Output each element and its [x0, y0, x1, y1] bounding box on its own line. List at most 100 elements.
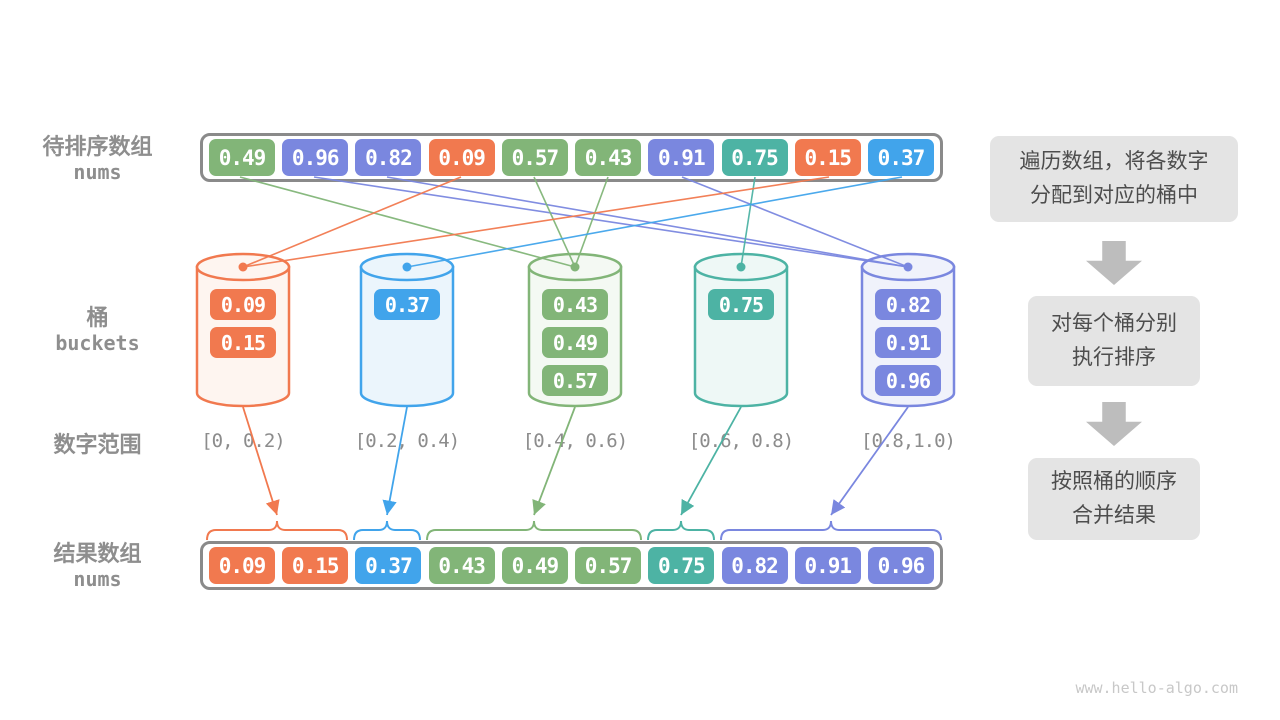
flow-step-line: 分配到对应的桶中	[1030, 184, 1198, 207]
array-cell-value: 0.96	[291, 145, 340, 170]
range-label: [0.2, 0.4)	[354, 430, 460, 452]
range-label: [0.6, 0.8)	[688, 430, 794, 452]
watermark: www.hello-algo.com	[1075, 679, 1238, 697]
range-row-label-cn: 数字范围	[53, 432, 142, 457]
array-cell: 0.49	[209, 139, 275, 176]
result-group-brace	[647, 520, 715, 541]
bucket-chip: 0.96	[875, 365, 941, 396]
array-cell-value: 0.91	[804, 553, 852, 578]
bucket-chip: 0.43	[542, 289, 608, 320]
bucket-to-result-arrow	[382, 406, 408, 516]
bucket-dot	[903, 262, 913, 272]
array-cell: 0.37	[355, 547, 422, 584]
connection-line	[242, 176, 462, 268]
bucket-chip-value: 0.82	[885, 292, 931, 317]
array-cell: 0.43	[575, 139, 642, 176]
range-label: [0.4, 0.6)	[522, 430, 628, 452]
array-cell: 0.15	[794, 139, 861, 176]
bucket-chip: 0.57	[542, 365, 608, 396]
bucket-chip-value: 0.09	[220, 292, 266, 317]
array-cell: 0.43	[428, 547, 495, 584]
result-array-label-en: nums	[73, 567, 122, 591]
range-label: [0, 0.2)	[201, 430, 286, 452]
array-cell-value: 0.09	[438, 145, 486, 170]
array-cell-value: 0.96	[877, 553, 926, 578]
input-array: 0.49 0.96 0.82 0.09 0.57 0.43 0.91 0.75 …	[200, 133, 943, 182]
result-group-brace	[353, 520, 421, 541]
array-cell: 0.96	[867, 547, 934, 584]
result-group-brace	[426, 520, 642, 541]
array-cell: 0.91	[794, 547, 861, 584]
bucket-chip-value: 0.37	[384, 292, 430, 317]
bucket-dot	[402, 262, 412, 272]
array-cell: 0.96	[282, 139, 349, 176]
flow-step-sort-buckets: 对每个桶分别 执行排序	[1028, 296, 1200, 386]
array-cell-value: 0.37	[365, 553, 413, 578]
connection-line	[574, 176, 609, 268]
flow-step-line: 遍历数组，将各数字	[1019, 150, 1209, 173]
buckets-label-en: buckets	[55, 331, 140, 355]
bucket-dot	[736, 262, 746, 272]
input-array-label-cn: 待排序数组	[42, 134, 153, 159]
buckets-label: 桶 buckets	[15, 305, 180, 355]
flow-step-line: 按照桶的顺序	[1051, 470, 1177, 493]
array-cell: 0.75	[648, 547, 715, 584]
bucket-chip: 0.82	[875, 289, 941, 320]
array-cell-value: 0.82	[731, 553, 779, 578]
array-cell: 0.57	[575, 547, 642, 584]
connection-line	[242, 176, 830, 268]
bucket-chip-value: 0.57	[552, 368, 598, 393]
array-cell: 0.91	[648, 139, 715, 176]
buckets-label-cn: 桶	[86, 305, 109, 330]
flow-step-merge: 按照桶的顺序 合并结果	[1028, 458, 1200, 540]
flow-step-line: 合并结果	[1072, 504, 1156, 527]
array-cell-value: 0.43	[438, 553, 486, 578]
range-label: [0.8,1.0)	[861, 430, 956, 452]
array-cell-value: 0.75	[731, 145, 779, 170]
flow-down-arrow-icon	[1086, 241, 1142, 285]
bucket-cylinder	[359, 252, 455, 408]
array-cell: 0.82	[721, 547, 788, 584]
flow-step-line: 执行排序	[1072, 346, 1156, 369]
bucket-chip: 0.09	[210, 289, 276, 320]
array-cell-value: 0.49	[218, 145, 267, 170]
array-cell: 0.37	[867, 139, 934, 176]
result-group-brace	[720, 520, 942, 541]
connection-line	[681, 176, 909, 268]
result-array-label-cn: 结果数组	[53, 541, 142, 566]
bucket-chip-value: 0.75	[718, 292, 764, 317]
bucket-chip: 0.49	[542, 327, 608, 358]
bucket-chip: 0.75	[708, 289, 774, 320]
range-row-label: 数字范围	[15, 432, 180, 458]
array-cell-value: 0.49	[511, 553, 560, 578]
bucket-chip-value: 0.43	[552, 292, 598, 317]
bucket-to-result-arrow	[532, 406, 576, 516]
array-cell-value: 0.91	[658, 145, 706, 170]
bucket-chip-value: 0.96	[885, 368, 931, 393]
array-cell-value: 0.15	[291, 553, 340, 578]
input-array-label-en: nums	[73, 160, 122, 184]
array-cell-value: 0.37	[877, 145, 926, 170]
connection-line	[313, 176, 909, 268]
array-cell-value: 0.15	[804, 145, 852, 170]
result-array-label: 结果数组 nums	[15, 541, 180, 591]
result-group-brace	[206, 520, 348, 541]
bucket-chip: 0.15	[210, 327, 276, 358]
array-cell-value: 0.75	[658, 553, 706, 578]
connection-line	[386, 176, 909, 268]
array-cell: 0.57	[501, 139, 568, 176]
array-cell: 0.15	[282, 547, 349, 584]
connection-line	[406, 176, 903, 268]
result-array: 0.09 0.15 0.37 0.43 0.49 0.57 0.75 0.82 …	[200, 541, 943, 590]
array-cell-value: 0.43	[584, 145, 633, 170]
bucket-chip-value: 0.49	[552, 330, 598, 355]
bucket-to-result-arrow	[680, 406, 742, 516]
bucket-chip-value: 0.91	[885, 330, 931, 355]
array-cell: 0.09	[428, 139, 495, 176]
array-cell-value: 0.82	[365, 145, 413, 170]
bucket-dot	[570, 262, 580, 272]
bucket-cylinder	[693, 252, 789, 408]
flow-down-arrow-icon	[1086, 402, 1142, 446]
flow-step-distribute: 遍历数组，将各数字 分配到对应的桶中	[990, 136, 1238, 222]
